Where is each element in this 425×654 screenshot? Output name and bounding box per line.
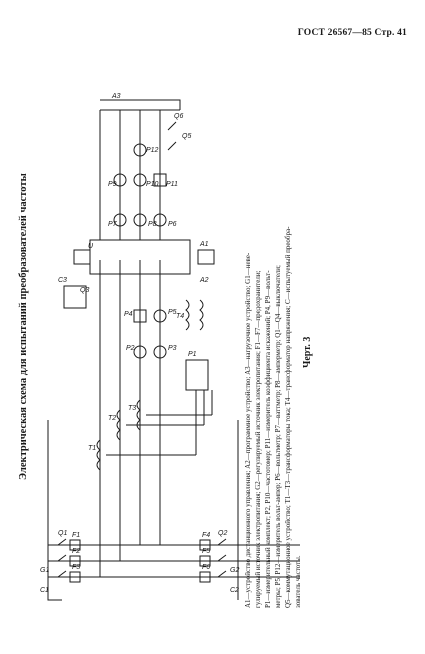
- fuse: [69, 539, 81, 551]
- meter-p2: [133, 345, 147, 359]
- transformer-t2: [116, 409, 121, 441]
- label-p5: P5: [168, 309, 177, 316]
- label-t2: T2: [108, 415, 116, 422]
- transformer-t1: [96, 439, 101, 471]
- label-c3: C3: [58, 277, 67, 284]
- label-f3: F3: [72, 564, 80, 571]
- switch-q1: [57, 538, 67, 546]
- label-p1: P1: [188, 351, 197, 358]
- meter-p4: [133, 309, 147, 323]
- transformer-t4: [185, 299, 190, 331]
- meter-p12: [133, 143, 147, 157]
- meter-p11: [153, 173, 167, 187]
- label-q1: Q1: [58, 530, 67, 537]
- remote-control-a1: [73, 249, 91, 265]
- switch-q2: [217, 538, 227, 546]
- label-g2: G2: [230, 567, 239, 574]
- fuse: [69, 571, 81, 583]
- label-f5: F5: [202, 548, 210, 555]
- label-a3: A3: [111, 93, 121, 100]
- meter-p5: [153, 309, 167, 323]
- label-a2: A2: [199, 277, 209, 284]
- label-g1: G1: [40, 567, 49, 574]
- label-c1: C1: [40, 587, 49, 594]
- fuse: [69, 555, 81, 567]
- label-p11: P11: [166, 181, 178, 188]
- label-q5: Q5: [182, 133, 191, 140]
- switch-q5: [167, 121, 177, 131]
- source-c3: [63, 285, 87, 309]
- label-t4: T4: [176, 313, 184, 320]
- label-q2: Q2: [218, 530, 227, 537]
- label-p4: P4: [124, 311, 133, 318]
- label-p8: P8: [148, 221, 157, 228]
- label-p12: P12: [146, 147, 159, 154]
- fuse: [199, 571, 211, 583]
- fuse: [199, 539, 211, 551]
- label-t3: T3: [128, 405, 136, 412]
- measuring-set-p1: [185, 359, 209, 391]
- label-p3: P3: [168, 345, 177, 352]
- switch-q2: [217, 554, 227, 562]
- label-p6: P6: [168, 221, 177, 228]
- label-f1: F1: [72, 532, 80, 539]
- label-a1: A1: [199, 241, 209, 248]
- meter-p7: [113, 213, 127, 227]
- label-c2: C2: [230, 587, 239, 594]
- label-p2: P2: [126, 345, 135, 352]
- source-bracket-g1: [47, 580, 62, 601]
- load-device-a3: [100, 99, 181, 110]
- meter-p3: [153, 345, 167, 359]
- switch-q2: [217, 570, 227, 578]
- program-device-a2: [197, 249, 215, 265]
- label-t1: T1: [88, 445, 96, 452]
- label-p9: P9: [108, 181, 117, 188]
- label-f2: F2: [72, 548, 80, 555]
- label-p10: P10: [146, 181, 159, 188]
- fuse: [199, 555, 211, 567]
- switch-q1: [57, 554, 67, 562]
- label-u: U: [88, 243, 94, 250]
- label-q6: Q6: [174, 113, 183, 120]
- page-header: ГОСТ 26567—85 Стр. 41: [297, 28, 407, 38]
- meter-p8: [133, 213, 147, 227]
- label-f6: F6: [202, 564, 210, 571]
- switch-q1: [57, 570, 67, 578]
- meter-p6: [153, 213, 167, 227]
- meter-p9: [113, 173, 127, 187]
- label-p7: P7: [108, 221, 118, 228]
- meter-p10: [133, 173, 147, 187]
- label-q3: Q3: [80, 287, 89, 294]
- diagram-labels: C1 G1 C2 G2 F1 F2 F3 F4 F5 F6 Q1 Q2 T1 T…: [40, 93, 239, 594]
- label-f4: F4: [202, 532, 210, 539]
